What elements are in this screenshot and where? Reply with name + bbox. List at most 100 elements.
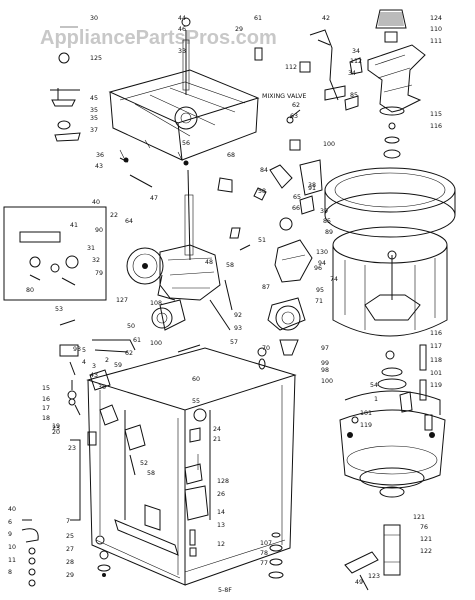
callout-label: 34 [352,48,360,55]
callout-label: 127 [116,297,128,304]
callout-label: 38 [308,182,316,189]
callout-label: 7 [66,518,70,525]
callout-label: 119 [360,422,372,429]
callout-label: 108 [150,300,162,307]
cabinet-left-parts [68,398,146,577]
callout-label: 14 [217,509,225,516]
callout-label: 111 [430,38,442,45]
callout-label: 64 [125,218,133,225]
bottom-code-text: 5-8F [218,587,232,594]
callout-label: 116 [430,330,442,337]
callout-label: 115 [430,111,442,118]
callout-label: 123 [368,573,380,580]
cabinet-center-parts [184,408,209,557]
callout-label: 6 [8,519,12,526]
agitator-assembly [367,9,426,159]
callout-label: 48 [205,259,213,266]
callout-label: 43 [90,372,98,379]
callout-label: 92 [234,312,242,319]
callout-label: 93 [234,325,242,332]
basket-base [339,367,446,498]
callout-label: 10 [8,544,16,551]
callout-label: 35 [90,107,98,114]
callout-label: 85 [350,92,358,99]
leveling-legs [268,532,284,579]
pump-bracket-parts [217,47,323,239]
callout-label: 36 [96,152,104,159]
callout-label: 18 [42,415,50,422]
left-fasteners [50,26,153,188]
callout-label: 62 [292,102,300,109]
callout-label: 24 [213,426,221,433]
mixing-valve-text: MIXING VALVE [262,93,306,100]
callout-label: 119 [430,382,442,389]
callout-label: 101 [360,410,372,417]
callout-label: 1 [374,396,378,403]
callout-label: 87 [262,284,270,291]
callout-label: 17 [42,405,50,412]
callout-label: 117 [430,343,442,350]
callout-label: 42 [322,15,330,22]
callout-label: 79 [95,270,103,277]
callout-label: 36 [98,384,106,391]
callout-label: 124 [430,15,442,22]
callout-label: 130 [316,249,328,256]
callout-label: 16 [42,396,50,403]
callout-label: 32 [92,257,100,264]
callout-label: 128 [217,478,229,485]
callout-label: 97 [321,345,329,352]
callout-label: 117 [0,0,12,2]
callout-label: 76 [420,524,428,531]
callout-label: 118 [430,357,442,364]
callout-label: 44 [178,15,186,22]
pump-motor [257,239,313,370]
callout-label: 39 [320,208,328,215]
callout-label: 58 [258,188,266,195]
callout-label: 37 [90,127,98,134]
callout-label: 107 [260,540,272,547]
water-valve-assembly [286,29,363,124]
callout-label: 40 [8,506,16,513]
inset-detail-box [3,206,107,301]
callout-label: 13 [217,522,225,529]
watermark: AppliancePartsPros.com [40,27,277,49]
callout-label: 100 [321,378,333,385]
callout-label: 8 [8,569,12,576]
callout-label: 40 [92,199,100,206]
callout-label: 29 [66,572,74,579]
callout-label: 89 [325,229,333,236]
callout-label: 29 [235,26,243,33]
left-linkages [59,319,201,400]
callout-label: 58 [226,262,234,269]
callout-label: 3 [92,363,96,370]
callout-label: 60 [192,376,200,383]
callout-label: 26 [217,491,225,498]
callout-label: 84 [260,167,268,174]
callout-label: 65 [293,194,301,201]
callout-label: 57 [230,339,238,346]
callout-label: 125 [90,55,102,62]
transmission-assembly [126,169,251,331]
callout-label: 58 [147,470,155,477]
callout-label: 121 [420,536,432,543]
callout-label: 93 [73,346,81,353]
bottom-left-fasteners [21,519,39,587]
callout-label: 9 [8,531,12,538]
callout-label: 78 [260,550,268,557]
callout-label: 61 [133,337,141,344]
callout-label: 63 [290,113,298,120]
outer-tub [324,167,456,337]
callout-label: 101 [430,370,442,377]
callout-label: 95 [316,287,324,294]
callout-label: 96 [314,265,322,272]
callout-label: 70 [262,345,270,352]
callout-label: 47 [150,195,158,202]
callout-label: 27 [66,546,74,553]
callout-label: 43 [95,163,103,170]
callout-label: 50 [127,323,135,330]
right-misc-parts [351,344,433,431]
callout-label: 23 [68,445,76,452]
callout-label: 90 [95,227,103,234]
callout-label: 80 [26,287,34,294]
